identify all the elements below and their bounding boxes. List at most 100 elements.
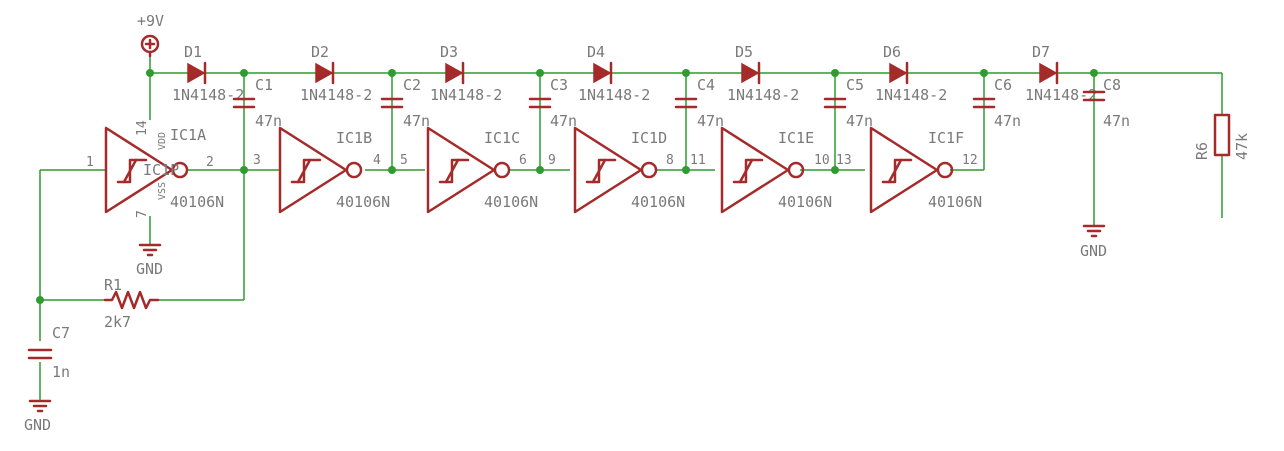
pin-label-vdd: VDD (157, 132, 168, 150)
capacitor-value: 47n (846, 112, 873, 130)
pin-number: 8 (666, 153, 674, 168)
pin-number: 2 (206, 155, 214, 170)
capacitor-name: C3 (550, 76, 568, 94)
junction (536, 166, 544, 174)
capacitor-c4: C4 47n (674, 76, 724, 130)
gate-part: 40106N (928, 193, 982, 211)
diode-value: 1N4148-2 (875, 86, 947, 104)
pin-number: 9 (548, 153, 556, 168)
pin-number: 7 (135, 210, 150, 218)
diode-d7: D7 1N4148-2 (1025, 43, 1097, 104)
ground-label: GND (1080, 242, 1107, 260)
junction (388, 166, 396, 174)
ground-symbols: GND GND GND (24, 224, 1107, 434)
capacitor-value: 47n (550, 112, 577, 130)
diode-d4: D4 1N4148-2 (578, 43, 650, 104)
resistor-name: R6 (1193, 142, 1211, 160)
capacitor-c8: C8 47n (1082, 76, 1130, 130)
diode-value: 1N4148-2 (172, 86, 244, 104)
power-unit-name: IC1P (143, 161, 179, 179)
ground-icon: GND (136, 243, 163, 278)
capacitor-name: C6 (994, 76, 1012, 94)
capacitor-c1: C1 47n (232, 76, 282, 130)
junction (1090, 69, 1098, 77)
diode-value: 1N4148-2 (430, 86, 502, 104)
capacitor-name: C8 (1103, 76, 1121, 94)
inverter-ic1c: IC1C 40106N 5 6 (400, 126, 538, 214)
ground-icon: GND (1080, 224, 1107, 260)
junction (240, 69, 248, 77)
pin-number: 11 (690, 153, 706, 168)
capacitor-value: 47n (403, 112, 430, 130)
diodes: D1 1N4148-2 D2 1N4148-2 D3 1N4148-2 D4 1… (172, 43, 1097, 104)
capacitor-name: C4 (697, 76, 715, 94)
capacitor-value: 1n (52, 363, 70, 381)
inverter-ic1d: IC1D 40106N 9 8 (548, 126, 685, 214)
wires (39, 55, 1223, 400)
diode-name: D5 (735, 43, 753, 61)
gate-name: IC1E (778, 129, 814, 147)
pin-number: 12 (962, 153, 978, 168)
junction (36, 296, 44, 304)
ground-label: GND (24, 416, 51, 434)
diode-value: 1N4148-2 (300, 86, 372, 104)
diode-d6: D6 1N4148-2 (875, 43, 947, 104)
resistor-r6: R6 47k (1193, 113, 1251, 160)
inverter-ic1b: IC1B 40106N 3 4 (253, 126, 390, 214)
pin-number: 4 (373, 153, 381, 168)
gate-part: 40106N (484, 193, 538, 211)
inverter-ic1e: IC1E 40106N 11 10 (690, 126, 832, 214)
inverter-ic1f: IC1F 40106N 13 12 (836, 126, 982, 214)
diode-name: D6 (883, 43, 901, 61)
pin-number: 6 (519, 153, 527, 168)
resistor-value: 47k (1233, 133, 1251, 160)
capacitor-value: 47n (255, 112, 282, 130)
pin-number: 10 (814, 153, 830, 168)
capacitor-c2: C2 47n (380, 76, 430, 130)
inverters: IC1A 40106N 1 2 IC1B 40106N 3 4 IC1C 401… (86, 126, 982, 214)
ic-power-unit: IC1P 14 VDD VSS 7 (135, 120, 179, 218)
capacitor-c6: C6 47n (972, 76, 1021, 130)
diode-d2: D2 1N4148-2 (300, 43, 372, 104)
gate-part: 40106N (336, 193, 390, 211)
diode-value: 1N4148-2 (1025, 86, 1097, 104)
junction (682, 166, 690, 174)
capacitor-name: C7 (52, 324, 70, 342)
resistor-name: R1 (104, 276, 122, 294)
junctions (36, 69, 1098, 304)
diode-name: D3 (440, 43, 458, 61)
junction (146, 69, 154, 77)
capacitor-c7: C7 1n (27, 324, 70, 381)
diode-d3: D3 1N4148-2 (430, 43, 502, 104)
capacitor-name: C1 (255, 76, 273, 94)
gate-part: 40106N (778, 193, 832, 211)
gate-part: 40106N (631, 193, 685, 211)
pin-number: 14 (135, 120, 150, 136)
gate-name: IC1A (170, 126, 206, 144)
junction (831, 166, 839, 174)
junction (388, 69, 396, 77)
junction (536, 69, 544, 77)
resistor-value: 2k7 (104, 313, 131, 331)
capacitor-value: 47n (697, 112, 724, 130)
inverter-ic1a: IC1A 40106N 1 2 (86, 126, 224, 214)
gate-part: 40106N (170, 193, 224, 211)
diode-name: D2 (311, 43, 329, 61)
diode-value: 1N4148-2 (578, 86, 650, 104)
junction (682, 69, 690, 77)
diode-value: 1N4148-2 (727, 86, 799, 104)
pin-number: 13 (836, 153, 852, 168)
junction (831, 69, 839, 77)
pin-number: 5 (400, 153, 408, 168)
capacitor-name: C2 (403, 76, 421, 94)
ground-icon: GND (24, 399, 52, 434)
gate-name: IC1F (928, 129, 964, 147)
diode-d5: D5 1N4148-2 (727, 43, 799, 104)
pin-number: 1 (86, 155, 94, 170)
gate-name: IC1D (631, 129, 667, 147)
capacitors: C1 47n C2 47n C3 47n C4 47n C5 47n C6 47… (232, 76, 1130, 130)
capacitor-name: C5 (846, 76, 864, 94)
pin-number: 3 (253, 153, 261, 168)
junction (980, 69, 988, 77)
